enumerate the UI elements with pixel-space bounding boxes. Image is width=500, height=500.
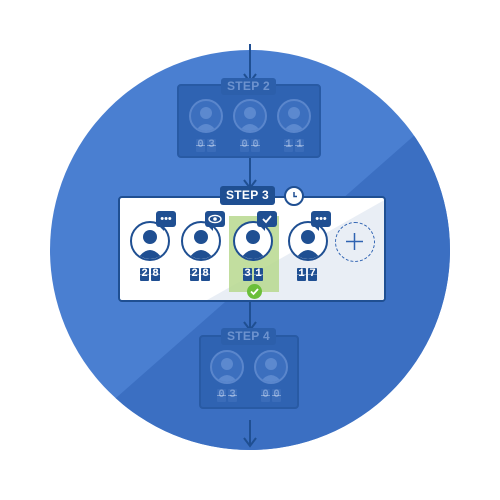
step-4-participant-2-score: 0 0 [261,389,281,402]
score-digit: 1 [284,139,293,152]
step-3-participant-4-score: 1 7 [297,268,317,281]
step-4-label: STEP 4 [221,328,276,345]
eye-icon[interactable] [205,211,225,231]
step-3-participant-3-avatar[interactable] [233,221,273,261]
score-digit: 3 [207,139,216,152]
step-4-participant-1-score: 0 3 [217,389,237,402]
score-digit: 8 [151,268,160,281]
step-3-participant-2-avatar[interactable] [181,221,221,261]
score-digit: 3 [228,389,237,402]
score-digit: 1 [254,268,263,281]
step-2-participant-1-score: 0 3 [196,139,216,152]
step-3-label: STEP 3 [220,186,275,205]
step-2-label: STEP 2 [221,78,276,95]
step-2-participant-2-avatar [233,99,267,133]
score-digit: 2 [140,268,149,281]
step-3-participant-4-avatar[interactable] [288,221,328,261]
score-digit: 3 [243,268,252,281]
score-digit: 1 [297,268,306,281]
score-digit: 0 [196,139,205,152]
step-2-participant-1-avatar [189,99,223,133]
panel-shade [207,200,384,300]
score-digit: 1 [295,139,304,152]
score-digit: 7 [308,268,317,281]
step-2-participant-3-score: 1 1 [284,139,304,152]
score-digit: 0 [240,139,249,152]
clock-icon [284,186,304,206]
step-3-participant-1-avatar[interactable] [130,221,170,261]
step-3-participant-3-score: 3 1 [243,268,263,281]
score-digit: 0 [251,139,260,152]
score-digit: 8 [201,268,210,281]
score-digit: 2 [190,268,199,281]
step-4-participant-2-avatar [254,350,288,384]
success-check-icon [247,284,262,299]
step-3-participant-2-score: 2 8 [190,268,210,281]
score-digit: 0 [272,389,281,402]
add-participant-button[interactable] [335,222,375,262]
step-3-participant-1-score: 2 8 [140,268,160,281]
check-icon[interactable] [257,211,277,231]
score-digit: 0 [217,389,226,402]
step-4-participant-1-avatar [210,350,244,384]
step-2-participant-3-avatar [277,99,311,133]
score-digit: 0 [261,389,270,402]
plus-icon [346,233,363,250]
step-2-participant-2-score: 0 0 [240,139,260,152]
chat-icon[interactable]: ••• [156,211,176,231]
chat-icon[interactable]: ••• [311,211,331,231]
